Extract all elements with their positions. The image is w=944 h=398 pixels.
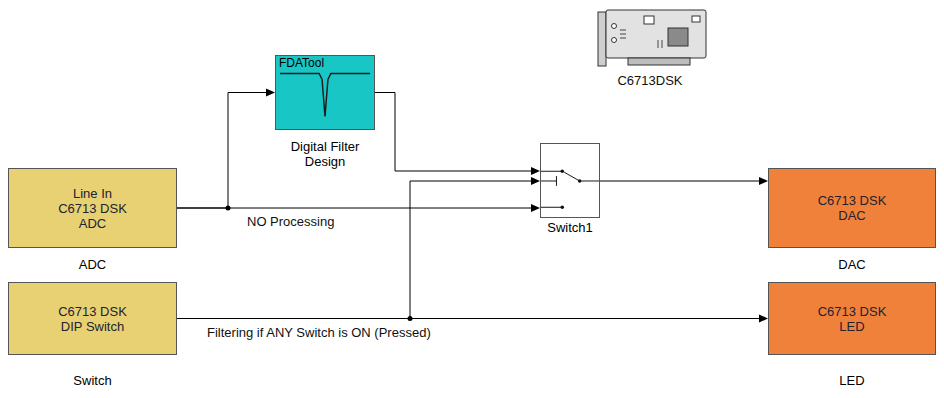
- arrowhead: [531, 167, 540, 175]
- connector-line: [177, 318, 761, 319]
- connector-line: [177, 208, 533, 209]
- block-text: C6713 DSK LED: [813, 304, 891, 334]
- adc-block: Line In C6713 DSK ADCADC: [8, 168, 177, 248]
- arrowhead: [531, 204, 540, 212]
- contact-dot: [561, 170, 564, 174]
- card-jack: [612, 38, 617, 43]
- card-board: [606, 10, 706, 58]
- block-text: FDATool: [279, 56, 324, 70]
- contact-dot: [578, 179, 581, 183]
- switch-contacts: [541, 171, 599, 207]
- signal-connector: [600, 177, 768, 185]
- card-chip: [668, 28, 688, 46]
- card-chip: [692, 16, 700, 22]
- arrowhead: [266, 89, 275, 97]
- connector-line: [177, 181, 533, 319]
- signal-connector: [177, 315, 768, 323]
- connector-line: [600, 181, 761, 182]
- response-curve: [280, 74, 370, 117]
- block-caption: Digital Filter Design: [280, 139, 370, 169]
- card-traces: [620, 30, 662, 48]
- pci-card-icon: [598, 10, 706, 66]
- block-text: C6713 DSK DAC: [813, 193, 891, 223]
- led-block: C6713 DSK LEDLED: [768, 282, 936, 355]
- connector-line: [375, 93, 533, 172]
- arrowhead: [759, 177, 768, 185]
- switch-block: Switch1: [540, 143, 600, 218]
- contact-dot: [561, 206, 564, 210]
- board-label: C6713DSK: [617, 73, 682, 88]
- connector-label: Filtering if ANY Switch is ON (Pressed): [205, 325, 433, 340]
- card-jack: [612, 24, 617, 29]
- signal-connector: [375, 93, 540, 176]
- connector-line: [177, 93, 268, 209]
- signal-connector: [177, 204, 540, 212]
- arrowhead: [531, 177, 540, 185]
- card-bracket: [598, 12, 606, 66]
- dac-block: C6713 DSK DACDAC: [768, 168, 936, 248]
- arrowhead: [759, 315, 768, 323]
- dip-switch-block: C6713 DSK DIP SwitchSwitch: [8, 282, 177, 355]
- block-text: C6713 DSK DIP Switch: [54, 304, 132, 334]
- block-caption: LED: [839, 373, 864, 388]
- block-caption: Switch1: [547, 220, 593, 235]
- signal-connector: [177, 177, 540, 321]
- switch-symbol: [541, 144, 599, 217]
- card-connector: [628, 58, 690, 65]
- filter-design-block: FDAToolDigital Filter Design: [275, 55, 375, 130]
- block-caption: Switch: [73, 373, 111, 388]
- connector-label: NO Processing: [245, 214, 336, 229]
- block-caption: DAC: [838, 257, 865, 272]
- block-text: Line In C6713 DSK ADC: [54, 186, 132, 231]
- card-chip: [644, 16, 654, 24]
- signal-connector: [177, 89, 275, 211]
- block-caption: ADC: [79, 257, 106, 272]
